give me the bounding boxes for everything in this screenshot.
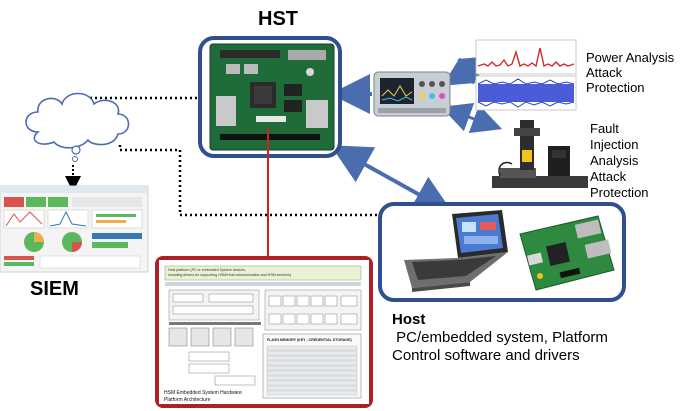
host-description: PC/embedded system, Platform Control sof… [392, 329, 684, 365]
fault-injection-line: Injection [590, 137, 639, 152]
fault-injection-line: Attack [590, 169, 627, 184]
siem-title: SIEM [30, 278, 79, 300]
hsm-top-note-line2: Including drivers for supporting HSM/Hos… [168, 273, 291, 277]
host-description-line: Control software and drivers [392, 347, 580, 364]
fault-injection-line: Protection [590, 185, 649, 200]
hst-box [198, 36, 342, 158]
hsm-caption-line2: Platform Architecture [164, 397, 211, 403]
cloud-to-host-dotted-link [118, 145, 380, 217]
hst-title: HST [258, 8, 298, 30]
power-trace-blue [475, 75, 577, 111]
hsm-caption-line1: HSM Embedded System Hardware [164, 390, 242, 396]
scope-to-fault-arrow [440, 103, 503, 133]
hsm-top-note-line1: Host platform (PC or embedded System dev… [168, 268, 246, 272]
scope-to-power-arrow [442, 56, 491, 86]
fault-injection-station-icon [492, 120, 588, 188]
power-analysis-line: Attack [586, 65, 623, 80]
hsm-architecture-diagram: Host platform (PC or embedded System dev… [159, 260, 369, 404]
power-analysis-line: Protection [586, 80, 645, 95]
host-box [378, 202, 626, 302]
host-description-line: PC/embedded system, Platform [392, 329, 608, 346]
fault-injection-line: Analysis [590, 153, 639, 168]
oscilloscope-icon [373, 71, 451, 117]
host-to-hst-arrow [330, 145, 454, 214]
power-trace-red [475, 39, 577, 75]
cloud-icon [25, 92, 130, 162]
host-title: Host [392, 311, 426, 328]
dashboard-icon [0, 185, 149, 273]
fault-injection-line: Fault [590, 121, 619, 136]
power-analysis-label: Power Analysis Attack Protection [586, 50, 686, 95]
power-analysis-line: Power Analysis [586, 50, 675, 65]
hsm-architecture-box: Host platform (PC or embedded System dev… [155, 256, 373, 408]
fault-injection-label: Fault Injection Analysis Attack Protecti… [590, 121, 685, 201]
hsm-flash-title: FLASH MEMORY (KEY - CREDENTIAL STORAGE) [267, 338, 352, 342]
